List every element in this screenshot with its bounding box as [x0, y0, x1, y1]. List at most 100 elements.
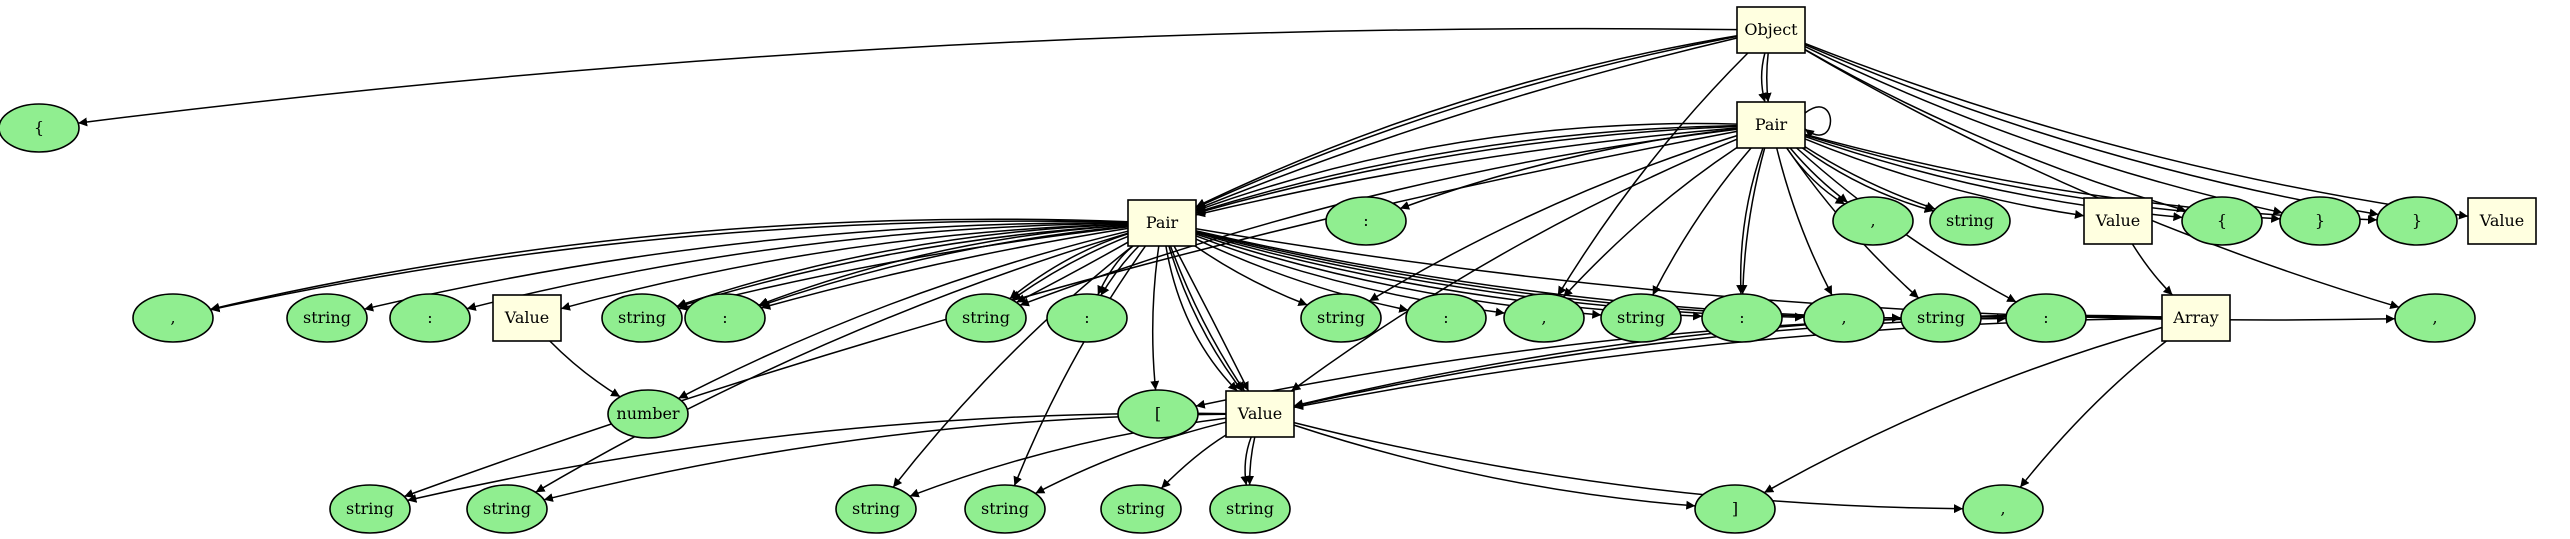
node-label: string	[483, 499, 531, 518]
terminal-ellipse	[1405, 293, 1487, 343]
terminal-ellipse	[1300, 293, 1382, 343]
edge-pair-top-to-value-bottom-1	[1290, 138, 1738, 392]
nonterminal-box	[492, 294, 562, 342]
node-brace-close-2: }	[2376, 196, 2458, 246]
node-label: }	[2412, 211, 2422, 230]
edge-pair-mid-to-comma-b-2	[210, 218, 1129, 312]
edge-object-to-comma-e-1	[1804, 49, 2400, 310]
edge-pair-mid-to-string-j-1	[892, 245, 1134, 488]
node-label: ,	[1870, 211, 1875, 230]
node-colon-b: :	[389, 293, 471, 343]
node-label: :	[1084, 308, 1089, 327]
terminal-ellipse	[1325, 196, 1407, 246]
edge-pair-top-to-string-d-1	[1019, 128, 1738, 307]
node-comma-c: ,	[1503, 293, 1585, 343]
edge-pair-mid-to-string-c-2	[676, 223, 1129, 308]
node-comma-e: ,	[2394, 293, 2476, 343]
node-label: ,	[1541, 308, 1546, 327]
terminal-ellipse	[1046, 293, 1128, 343]
edge-pair-top-to-comma-d-1	[1775, 147, 1833, 296]
terminal-ellipse	[1900, 293, 1982, 343]
edge-pair-mid-to-value-bottom-4	[1165, 245, 1238, 392]
node-brace-open-1: {	[0, 103, 80, 153]
edge-pair-mid-to-string-c-1	[677, 224, 1129, 309]
node-label: [	[1155, 404, 1161, 423]
edge-pair-mid-to-colon-g-1	[1195, 230, 2007, 324]
terminal-ellipse	[601, 293, 683, 343]
node-label: :	[427, 308, 432, 327]
node-bracket-close: ]	[1694, 484, 1776, 534]
node-colon-d: :	[1046, 293, 1128, 343]
node-value-bottom: Value	[1225, 390, 1295, 438]
edge-pair-top-to-string-a-2	[1802, 147, 1934, 213]
node-label: :	[1443, 308, 1448, 327]
edge-value-bottom-to-comma-f-1	[1293, 421, 1964, 514]
edge-value-left-to-number-1	[549, 340, 621, 398]
edge-pair-top-to-value-top-1	[1804, 138, 2085, 219]
node-label: Value	[2095, 211, 2141, 230]
node-label: Value	[1237, 404, 1283, 423]
node-bracket-open: [	[1117, 389, 1199, 439]
edge-pair-top-to-comma-c-1	[1562, 146, 1738, 298]
edge-pair-mid-to-string-e-1	[1194, 245, 1308, 306]
edge-array-to-comma-f-1	[2019, 340, 2167, 488]
terminal-ellipse	[329, 484, 411, 534]
node-label: }	[2315, 211, 2325, 230]
nonterminal-box	[2161, 294, 2231, 342]
node-label: number	[616, 404, 679, 423]
nonterminal-box	[1736, 101, 1806, 149]
node-label: string	[618, 308, 666, 327]
edge-value-bottom-to-string-k-1	[1034, 421, 1227, 495]
node-string-c: string	[601, 293, 683, 343]
edge-object-to-pair-mid-3	[1195, 37, 1738, 211]
edge-pair-mid-to-string-i-1	[535, 232, 1129, 493]
node-number: number	[607, 389, 689, 439]
node-string-b: string	[286, 293, 368, 343]
node-label: string	[303, 308, 351, 327]
node-label: Value	[2479, 211, 2525, 230]
node-colon-c: :	[684, 293, 766, 343]
edge-pair-top-to-pair-top-1	[1804, 106, 1832, 139]
node-label: :	[722, 308, 727, 327]
edge-pair-top-to-pair-mid-4	[1195, 122, 1738, 212]
node-label: string	[1617, 308, 1665, 327]
terminal-ellipse	[132, 293, 214, 343]
edge-pair-top-to-pair-mid-1	[1195, 125, 1738, 216]
terminal-ellipse	[2181, 196, 2263, 246]
node-label: ,	[1841, 308, 1846, 327]
terminal-ellipse	[1962, 484, 2044, 534]
node-label: Pair	[1755, 115, 1788, 134]
node-label: string	[962, 308, 1010, 327]
node-label: Object	[1744, 20, 1798, 39]
node-colon-g: :	[2005, 293, 2087, 343]
terminal-ellipse	[1701, 293, 1783, 343]
terminal-ellipse	[0, 103, 80, 153]
node-comma-a: ,	[1832, 196, 1914, 246]
node-brace-open-2: {	[2181, 196, 2263, 246]
edge-value-bottom-to-string-l-1	[1160, 434, 1227, 489]
edge-pair-mid-to-value-left-1	[560, 223, 1129, 311]
node-string-k: string	[964, 484, 1046, 534]
node-label: Pair	[1146, 213, 1179, 232]
node-label: ,	[2000, 499, 2005, 518]
edge-pair-mid-to-comma-b-1	[210, 220, 1129, 313]
terminal-ellipse	[466, 484, 548, 534]
nonterminal-box	[1225, 390, 1295, 438]
node-value-right: Value	[2467, 197, 2537, 245]
terminal-ellipse	[1929, 196, 2011, 246]
node-colon-e: :	[1405, 293, 1487, 343]
edge-pair-mid-to-string-d-1	[1011, 235, 1129, 301]
node-label: {	[34, 118, 44, 137]
node-string-d: string	[945, 293, 1027, 343]
terminal-ellipse	[945, 293, 1027, 343]
node-label: string	[1946, 211, 1994, 230]
terminal-ellipse	[1600, 293, 1682, 343]
edge-object-to-pair-mid-1	[1195, 35, 1738, 209]
edge-value-top-to-array-1	[2131, 243, 2174, 296]
edge-pair-top-to-colon-f-1	[1738, 147, 1766, 295]
edge-pair-mid-to-value-bottom-3	[1173, 245, 1250, 392]
edge-layer	[78, 27, 2469, 514]
terminal-ellipse	[1503, 293, 1585, 343]
node-comma-d: ,	[1803, 293, 1885, 343]
nonterminal-box	[1127, 199, 1197, 247]
